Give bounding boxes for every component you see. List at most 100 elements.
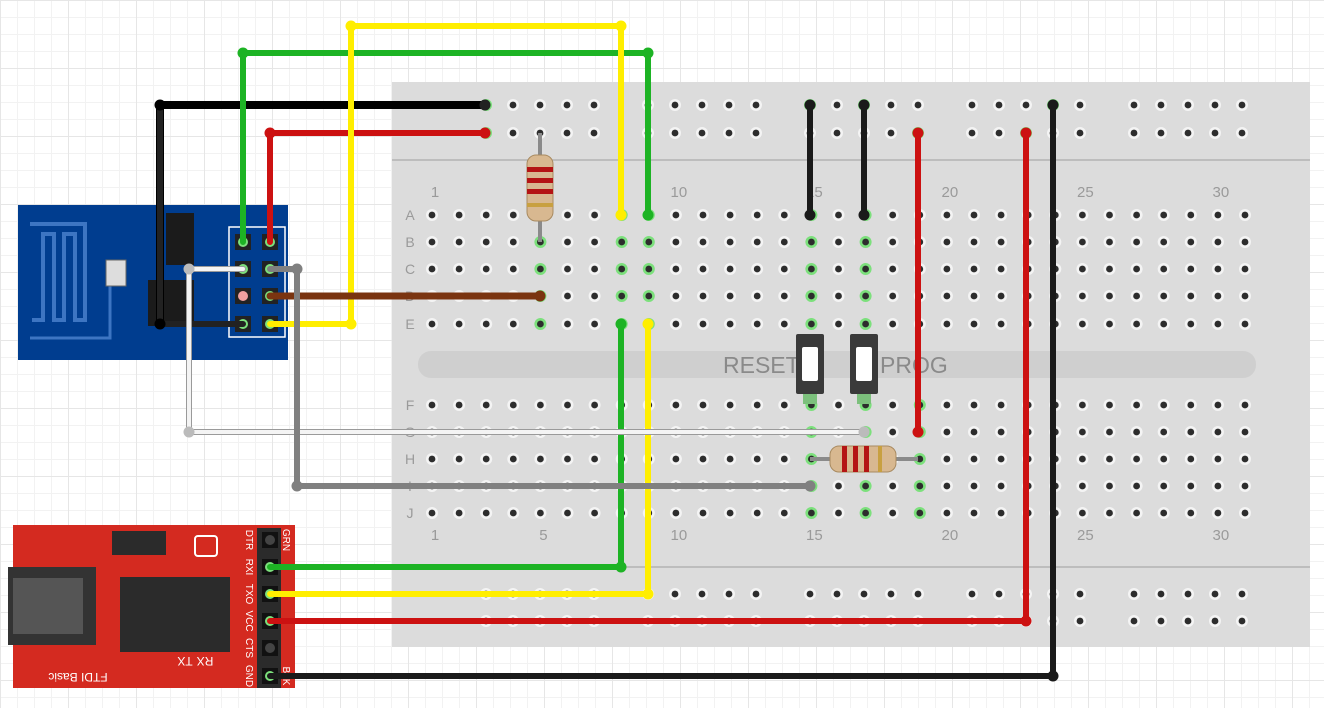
breadboard-hole-socket <box>618 292 626 300</box>
breadboard-hole-socket <box>1241 320 1249 328</box>
breadboard-hole-socket <box>1187 211 1195 219</box>
resistor-pullup-gpio0 <box>810 445 918 473</box>
ftdi-pin-label: TXO <box>243 584 254 605</box>
breadboard-hole-socket <box>591 238 598 246</box>
breadboard-hole-socket <box>645 238 653 246</box>
breadboard-hole-socket <box>428 211 436 219</box>
ftdi-header <box>257 528 281 688</box>
rail-hole-socket <box>995 129 1003 137</box>
column-number: 25 <box>1077 184 1094 201</box>
breadboard-hole-socket <box>1214 428 1222 436</box>
breadboard-hole-socket <box>970 238 978 246</box>
breadboard-hole-socket <box>808 509 815 517</box>
breadboard-hole-socket <box>943 455 951 463</box>
breadboard-hole-socket <box>1079 265 1086 273</box>
breadboard-hole-socket <box>455 509 463 517</box>
wire-end <box>912 127 924 139</box>
breadboard-hole-socket <box>455 265 463 273</box>
column-number: 30 <box>1213 184 1230 201</box>
breadboard-hole-socket <box>509 401 517 409</box>
rail-hole-socket <box>698 101 706 109</box>
breadboard-hole-socket <box>997 482 1005 490</box>
breadboard-hole-socket <box>726 292 734 300</box>
breadboard-hole-socket <box>862 292 869 300</box>
breadboard-hole-socket <box>943 482 951 490</box>
breadboard-hole-socket <box>997 320 1005 328</box>
row-letter: C <box>405 261 415 277</box>
breadboard-hole-socket <box>889 482 897 490</box>
rail-hole-socket <box>1184 617 1192 625</box>
rail-hole-socket <box>806 590 814 598</box>
breadboard-hole-socket <box>1160 320 1168 328</box>
ftdi-chip <box>120 577 230 652</box>
breadboard-hole-socket <box>780 265 788 273</box>
breadboard-hole-socket <box>1241 292 1249 300</box>
breadboard-hole-socket <box>889 292 897 300</box>
breadboard-hole-socket <box>1160 292 1168 300</box>
rail-hole-socket <box>1184 590 1192 598</box>
breadboard-hole-socket <box>970 455 978 463</box>
breadboard-hole-socket <box>780 238 788 246</box>
breadboard-hole-socket <box>428 265 436 273</box>
breadboard-hole-socket <box>1187 482 1195 490</box>
breadboard-hole-socket <box>591 320 598 328</box>
ftdi-pin-label: CTS <box>243 638 254 658</box>
wire-end <box>154 99 166 111</box>
breadboard-hole-socket <box>943 292 951 300</box>
breadboard-hole-socket <box>943 238 951 246</box>
breadboard-hole-socket <box>564 238 571 246</box>
breadboard-hole-socket <box>591 509 598 517</box>
breadboard-hole-socket <box>537 265 544 273</box>
breadboard-hole-socket <box>726 401 734 409</box>
rail-hole-socket <box>752 101 760 109</box>
reset-button[interactable] <box>796 334 824 404</box>
column-number: 1 <box>431 184 439 201</box>
wire-end <box>154 318 166 330</box>
rail-hole-socket <box>1076 617 1084 625</box>
rail-hole-socket <box>968 129 976 137</box>
rail-hole-socket <box>1157 101 1165 109</box>
breadboard-hole-socket <box>862 238 869 246</box>
ftdi-pin <box>265 643 275 653</box>
breadboard-hole-socket <box>1187 509 1195 517</box>
breadboard-hole-socket <box>455 401 463 409</box>
breadboard-hole-socket <box>916 509 924 517</box>
breadboard-hole-socket <box>1160 401 1168 409</box>
breadboard-hole-socket <box>1079 320 1086 328</box>
ftdi-jumper <box>194 535 218 557</box>
wire-end <box>291 263 303 275</box>
rail-hole-socket <box>671 590 679 598</box>
row-letter: A <box>405 207 415 223</box>
breadboard-hole-socket <box>970 265 978 273</box>
breadboard-hole-socket <box>564 455 571 463</box>
rail-hole-socket <box>698 129 706 137</box>
breadboard-hole-socket <box>509 320 517 328</box>
prog-button[interactable] <box>850 334 878 404</box>
rail-hole-socket <box>752 129 760 137</box>
breadboard-hole-socket <box>1241 265 1249 273</box>
breadboard-hole-socket <box>1214 292 1222 300</box>
rail-hole-socket <box>509 101 517 109</box>
breadboard-hole-socket <box>997 401 1005 409</box>
column-number: 20 <box>942 527 959 544</box>
breadboard-hole-socket <box>564 292 571 300</box>
column-number: 5 <box>539 527 547 544</box>
breadboard-hole-socket <box>1241 401 1249 409</box>
ftdi-regulator <box>112 531 166 555</box>
breadboard-hole-socket <box>455 455 463 463</box>
breadboard-hole-socket <box>482 265 490 273</box>
breadboard-hole-socket <box>753 509 761 517</box>
wire-end <box>804 99 816 111</box>
breadboard-hole-socket <box>564 401 571 409</box>
breadboard-hole-socket <box>1133 455 1140 463</box>
breadboard-hole-socket <box>564 320 571 328</box>
breadboard-hole-socket <box>889 401 897 409</box>
wire-end <box>479 99 491 111</box>
breadboard-hole-socket <box>1133 238 1140 246</box>
button-cap <box>802 347 818 381</box>
breadboard-hole-socket <box>889 238 897 246</box>
rail-hole-socket <box>1076 590 1084 598</box>
rail-hole-socket <box>887 590 895 598</box>
breadboard-hole-socket <box>835 211 842 219</box>
resistor-band <box>527 189 553 194</box>
